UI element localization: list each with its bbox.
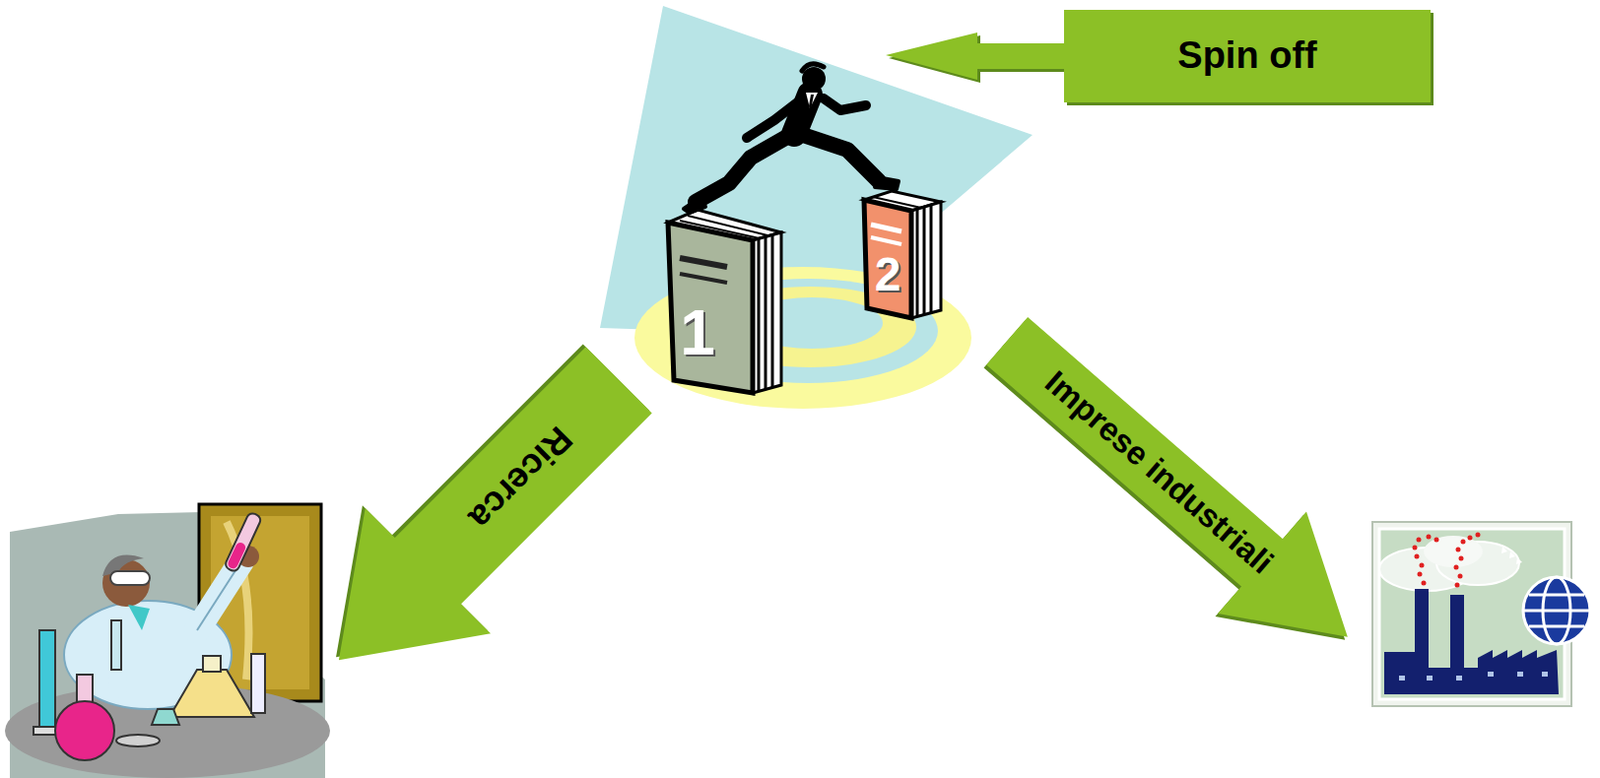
book-two-part: [923, 207, 927, 315]
arrow-label: Ricerca: [392, 349, 650, 607]
scientist-clipart-part: [39, 630, 56, 730]
factory-clipart-part-part: [1458, 574, 1464, 580]
factory-clipart-part-part: [1399, 675, 1405, 681]
arrow-shadow: [272, 314, 679, 721]
factory-clipart-part-part: [1541, 671, 1548, 677]
factory-clipart-part: [1523, 577, 1591, 645]
factory-clipart-part-part: [1516, 557, 1523, 565]
factory-clipart-part-part: [1487, 671, 1494, 677]
book-two-part: [930, 205, 934, 313]
factory-clipart-part-part: [1461, 539, 1467, 545]
factory-clipart-part: [1529, 625, 1585, 629]
factory-clipart-part-part: [1517, 671, 1524, 677]
jumping-man-part: [683, 197, 706, 213]
factory-clipart-part-part: [1459, 556, 1465, 562]
book-one-part: [764, 237, 768, 390]
book-two-part: [911, 201, 941, 319]
spin-off-arrow: [885, 32, 1069, 83]
scientist-clipart-part: [202, 656, 221, 672]
factory-clipart-part: [1450, 595, 1465, 670]
factory-clipart-part-part: [1426, 534, 1432, 540]
scientist-clipart-part: [169, 669, 255, 718]
factory-clipart-part: [1529, 594, 1585, 598]
book-number: 2: [866, 246, 909, 304]
factory-clipart-part-part: [1456, 675, 1463, 681]
scientist-clipart: [4, 504, 331, 778]
book-one-part: [771, 235, 775, 388]
book-one-part: [667, 222, 753, 394]
scientist-clipart-part: [128, 604, 150, 631]
scientist-clipart-part: [151, 709, 180, 726]
scientist-clipart-part: [223, 511, 263, 573]
book-two-part: [864, 200, 912, 319]
factory-clipart-part: [1384, 650, 1559, 695]
book-two: [864, 191, 941, 319]
factory-clipart-part-part: [1509, 551, 1516, 559]
factory-clipart-part: [1399, 671, 1548, 681]
factory-clipart-part: [1523, 609, 1591, 613]
jumping-man-part: [808, 94, 814, 111]
scientist-clipart-part: [55, 701, 115, 761]
spin-off-arrow-part: [885, 32, 1067, 80]
book-one: [667, 209, 782, 394]
scientist-clipart-part-part: [223, 511, 263, 573]
book-one-part: [757, 239, 761, 392]
arrow-body: [962, 289, 1393, 688]
factory-clipart-part: [1412, 533, 1481, 589]
scientist-clipart-part: [116, 734, 160, 747]
factory-clipart-part-part: [1414, 554, 1420, 560]
factory-clipart-part: [1501, 546, 1523, 565]
factory-clipart-part-part: [1426, 675, 1433, 681]
imprese-arrow: Imprese industriali: [962, 289, 1393, 688]
factory-clipart-part-part: [1416, 537, 1422, 543]
jumping-man-part: [823, 98, 867, 111]
spin-off-box: Spin off: [1064, 9, 1431, 103]
factory-clipart-part-part: [1456, 547, 1462, 553]
jumping-man: [683, 64, 899, 213]
scientist-clipart-part: [111, 620, 122, 670]
book-one-part: [679, 258, 728, 267]
arrow-body: [275, 317, 682, 724]
jumping-man-part: [800, 133, 879, 182]
jumping-man-part: [695, 133, 793, 202]
arrow-label: Imprese industriali: [989, 319, 1329, 626]
scientist-clipart-part-part: [226, 540, 248, 571]
scientist-clipart-part: [110, 571, 150, 586]
book-two-part: [916, 209, 920, 317]
box-label: Spin off: [1064, 9, 1431, 103]
factory-clipart-part-part: [1467, 535, 1473, 541]
factory-clipart-part-part: [1417, 572, 1423, 578]
book-one-part: [752, 232, 782, 394]
scientist-clipart-part: [251, 654, 266, 714]
factory-clipart-part-part: [1434, 537, 1440, 543]
jumping-man-part: [874, 177, 899, 190]
factory-clipart-part: [1372, 522, 1572, 707]
factory-clipart-part-part: [1475, 533, 1481, 538]
factory-clipart-part-part: [1501, 546, 1508, 554]
factory-clipart-part-part: [1421, 581, 1427, 587]
book-number: 1: [669, 295, 726, 371]
ricerca-arrow: Ricerca: [275, 317, 682, 724]
factory-clipart-part-part: [1455, 583, 1461, 589]
factory-clipart-part-part: [1412, 545, 1418, 551]
book-two-part: [870, 224, 902, 232]
scientist-clipart-part: [197, 561, 242, 631]
book-two-part: [870, 237, 902, 245]
jumping-man-part: [801, 66, 826, 91]
factory-clipart-part-part: [1419, 563, 1425, 569]
factory-clipart-part: [1423, 535, 1483, 568]
book-one-part: [679, 273, 728, 283]
factory-clipart-part-part: [1454, 565, 1460, 571]
factory-clipart-part: [1414, 589, 1429, 670]
scientist-clipart-part: [197, 561, 242, 631]
jumping-man-part: [801, 64, 824, 71]
factory-clipart: [1372, 522, 1591, 707]
